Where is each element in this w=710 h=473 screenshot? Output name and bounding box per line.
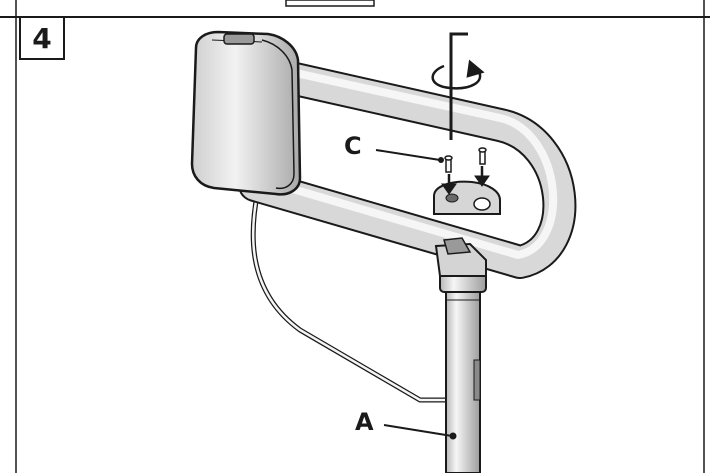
step-number-box: 4 — [19, 16, 65, 60]
rotate-arrow-icon — [431, 59, 485, 90]
leader-line-a — [383, 424, 453, 437]
wall-mount-box — [190, 30, 302, 196]
screw-c-right — [478, 147, 487, 165]
arrow-down-icon — [474, 166, 490, 187]
screw-c-left — [444, 155, 453, 173]
hex-key-icon — [449, 32, 468, 140]
support-pole — [439, 259, 487, 473]
hinge-clamp — [434, 237, 487, 277]
arrow-down-icon — [441, 174, 457, 195]
step-number: 4 — [32, 21, 52, 55]
callout-a-label: A — [355, 408, 374, 436]
callout-c-label: C — [344, 132, 362, 160]
leader-line-c — [375, 149, 441, 161]
grab-bar — [238, 53, 577, 279]
